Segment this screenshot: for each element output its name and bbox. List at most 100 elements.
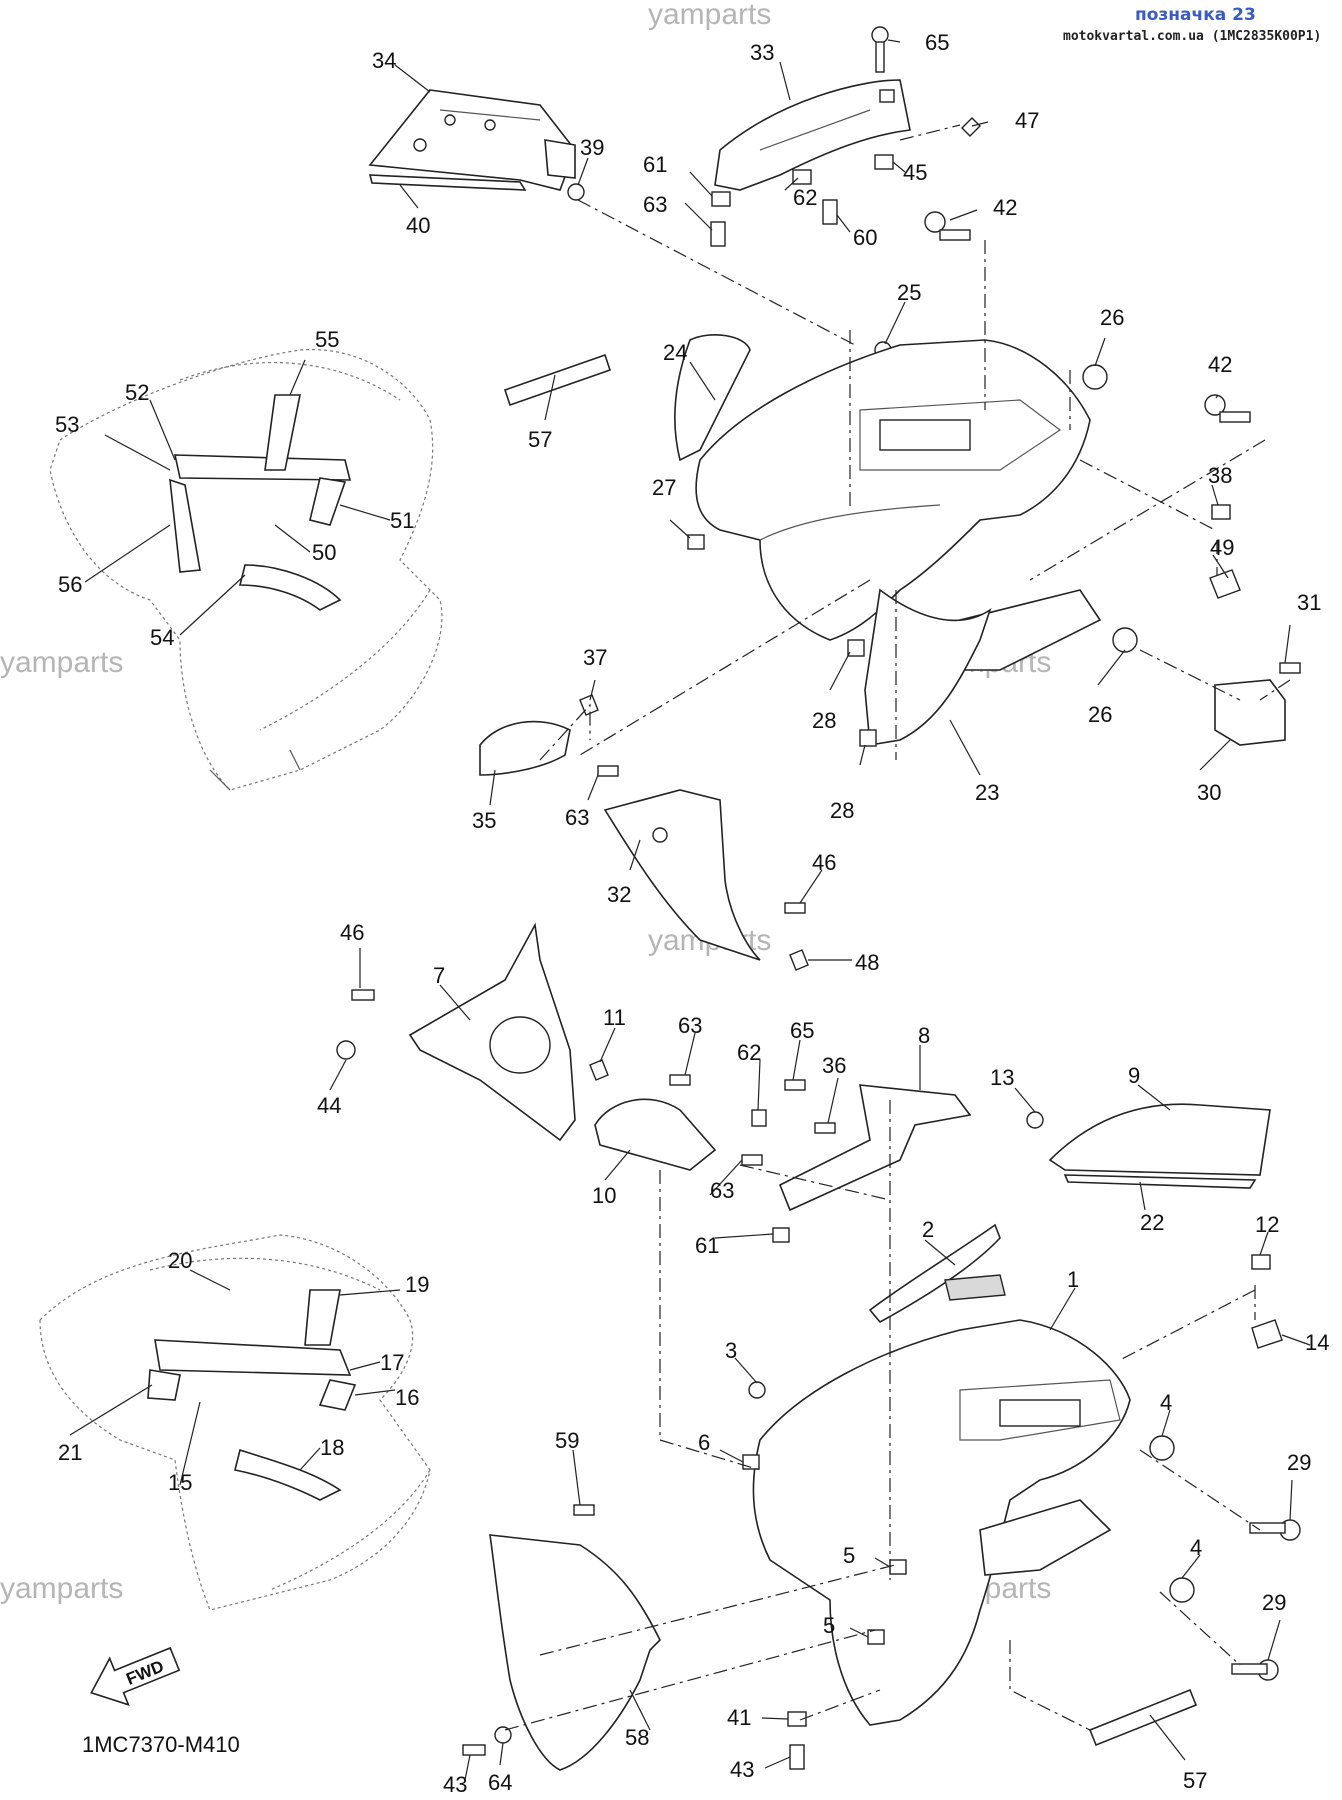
callout-42b: 42	[1208, 352, 1232, 377]
lower-decal-ghost-fairing	[39, 1234, 431, 1611]
decal-52-53-strip	[169, 394, 352, 611]
callout-1: 1	[1067, 1267, 1079, 1292]
part-10-bracket	[594, 1098, 717, 1171]
part-37-rivet	[579, 694, 599, 716]
callout-52: 52	[125, 380, 149, 405]
callout-62b: 62	[737, 1040, 761, 1065]
part-57-decal-a	[503, 353, 612, 407]
callout-46b: 46	[812, 850, 836, 875]
part-39-clip	[567, 183, 585, 201]
callout-58: 58	[625, 1725, 649, 1750]
callout-7: 7	[433, 963, 445, 988]
part-65-screw-b	[784, 1079, 806, 1091]
part-12-nut	[1251, 1254, 1271, 1270]
part-58-panel	[489, 1534, 661, 1771]
part-8-stay	[778, 1084, 972, 1212]
callout-56: 56	[58, 572, 82, 597]
part-62-nut-b	[751, 1109, 767, 1127]
callout-59: 59	[555, 1428, 579, 1453]
part-5-nuts	[867, 1559, 907, 1645]
callout-36: 36	[822, 1053, 846, 1078]
part-63-60-bolts-top	[710, 199, 838, 247]
part-30-bracket	[1214, 679, 1286, 746]
part-61-62-nuts-top	[711, 169, 812, 207]
callout-65b: 65	[790, 1018, 814, 1043]
reference-code: 1MC7370-M410	[82, 1732, 240, 1757]
part-27-clip	[687, 534, 705, 550]
callout-24: 24	[663, 340, 687, 365]
part-36-bolt	[814, 1122, 836, 1134]
callout-14: 14	[1305, 1330, 1329, 1355]
callout-labels: 1 2 3 4 4 5 5 6 7 8 9 10 11 12 13 14 15 …	[55, 30, 1329, 1797]
part-47-rivet	[961, 117, 981, 137]
part-1-lower-fairing	[752, 1319, 1131, 1726]
callout-39: 39	[580, 135, 604, 160]
part-40-trim	[368, 174, 527, 191]
callout-5a: 5	[843, 1543, 855, 1568]
watermark-left-lower: yamparts	[0, 1572, 123, 1605]
part-65-screw-top	[871, 26, 889, 73]
part-2-trim	[868, 1223, 1006, 1324]
part-63-bolt-b	[669, 1074, 691, 1086]
callout-19: 19	[405, 1272, 429, 1297]
callout-51: 51	[390, 508, 414, 533]
callout-10: 10	[592, 1183, 616, 1208]
callout-47: 47	[1015, 108, 1039, 133]
part-31-bolt	[1279, 662, 1301, 674]
part-26-grommet-b	[1112, 627, 1138, 653]
watermark-top: yamparts	[648, 0, 771, 31]
callout-29a: 29	[1287, 1450, 1311, 1475]
callout-3: 3	[725, 1338, 737, 1363]
part-24-trim	[674, 334, 751, 462]
part-45-nut	[874, 154, 894, 170]
callout-49: 49	[1210, 535, 1234, 560]
part-4-grommet-a	[1149, 1435, 1175, 1461]
callout-46a: 46	[340, 920, 364, 945]
part-35-bracket	[479, 720, 571, 776]
callout-6: 6	[698, 1430, 710, 1455]
part-48-rivet	[789, 949, 809, 971]
part-46-bolt-mid	[784, 902, 806, 914]
part-14-fastener	[1251, 1319, 1283, 1349]
part-38-nut	[1211, 504, 1231, 520]
callout-43a: 43	[443, 1772, 467, 1797]
part-63-bolt-c	[741, 1154, 763, 1166]
part-63-bolt-mid	[597, 765, 619, 777]
callout-18: 18	[320, 1435, 344, 1460]
part-32-panel	[603, 789, 761, 961]
callout-63d: 63	[710, 1178, 734, 1203]
part-43-bolt-left	[462, 1744, 486, 1756]
assembly-lines	[504, 124, 1291, 1731]
callout-50: 50	[312, 540, 336, 565]
callout-5b: 5	[823, 1613, 835, 1638]
part-29-bolt-a	[1249, 1519, 1301, 1541]
part-33-bracket	[714, 79, 911, 191]
part-26-grommet-a	[1082, 364, 1108, 390]
callout-65a: 65	[925, 30, 949, 55]
header-label[interactable]: позначка 23	[1135, 5, 1256, 25]
watermark-left-upper: yamparts	[0, 646, 123, 679]
callout-57b: 57	[1183, 1768, 1207, 1793]
callout-26b: 26	[1088, 702, 1112, 727]
callout-27: 27	[652, 475, 676, 500]
callout-22: 22	[1140, 1210, 1164, 1235]
part-9-panel	[1048, 1103, 1271, 1176]
callout-17: 17	[380, 1350, 404, 1375]
callout-32: 32	[607, 882, 631, 907]
leader-lines	[69, 39, 1311, 1781]
callout-63c: 63	[678, 1013, 702, 1038]
callout-64: 64	[488, 1770, 512, 1795]
callout-4b: 4	[1190, 1535, 1202, 1560]
part-59-bolt	[573, 1504, 595, 1516]
callout-33: 33	[750, 40, 774, 65]
callout-28b: 28	[830, 798, 854, 823]
part-29-bolt-b	[1231, 1659, 1279, 1681]
callout-34: 34	[372, 48, 396, 73]
part-upper-fairing	[695, 339, 1102, 671]
callout-45: 45	[903, 160, 927, 185]
part-42-bolt-right	[1204, 394, 1251, 423]
header-source: motokvartal.com.ua (1MC2835K00P1)	[1063, 29, 1321, 44]
callout-61b: 61	[695, 1233, 719, 1258]
part-44-rivet	[336, 1040, 356, 1060]
